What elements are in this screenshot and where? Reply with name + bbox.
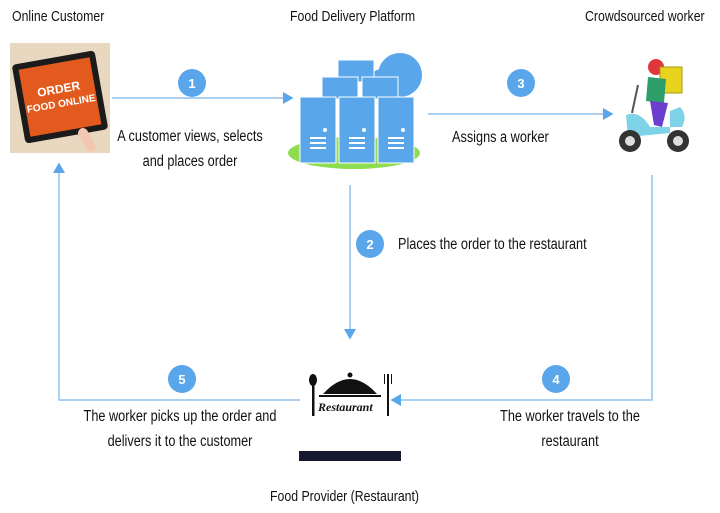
step-1-line-2: and places order [142,153,238,170]
actor-label-restaurant: Food Provider (Restaurant) [270,488,420,505]
step-1-caption: A customer views, selects and places ord… [116,124,264,174]
scooter-rider-icon [619,59,689,152]
step-1-line-1: A customer views, selects [117,128,263,145]
actor-label-worker: Crowdsourced worker [585,8,705,25]
restaurant-logo-text: Restaurant [318,400,373,414]
step-2-caption: Places the order to the restaurant [398,236,587,253]
actor-label-platform: Food Delivery Platform [290,8,416,25]
step-5-caption: The worker picks up the order and delive… [82,404,279,454]
step-badge-1: 1 [178,69,206,97]
step-badge-2: 2 [356,230,384,258]
step-4-caption: The worker travels to the restaurant [488,404,652,454]
server-cloud-icon [288,53,422,169]
restaurant-logo-icon [309,372,392,416]
step-4-line-2: restaurant [541,433,599,450]
arrow-step-5 [53,162,300,401]
step-3-caption: Assigns a worker [452,129,549,146]
actor-label-customer: Online Customer [12,8,105,25]
step-badge-5: 5 [168,365,196,393]
step-5-line-2: delivers it to the customer [107,433,253,450]
customer-tablet-image: ORDER FOOD ONLINE [10,43,110,154]
step-5-line-1: The worker picks up the order and [83,408,277,425]
restaurant-banner-bar [299,451,401,461]
arrow-step-4 [390,175,653,406]
step-badge-3: 3 [507,69,535,97]
step-badge-4: 4 [542,365,570,393]
step-4-line-1: The worker travels to the [500,408,640,425]
